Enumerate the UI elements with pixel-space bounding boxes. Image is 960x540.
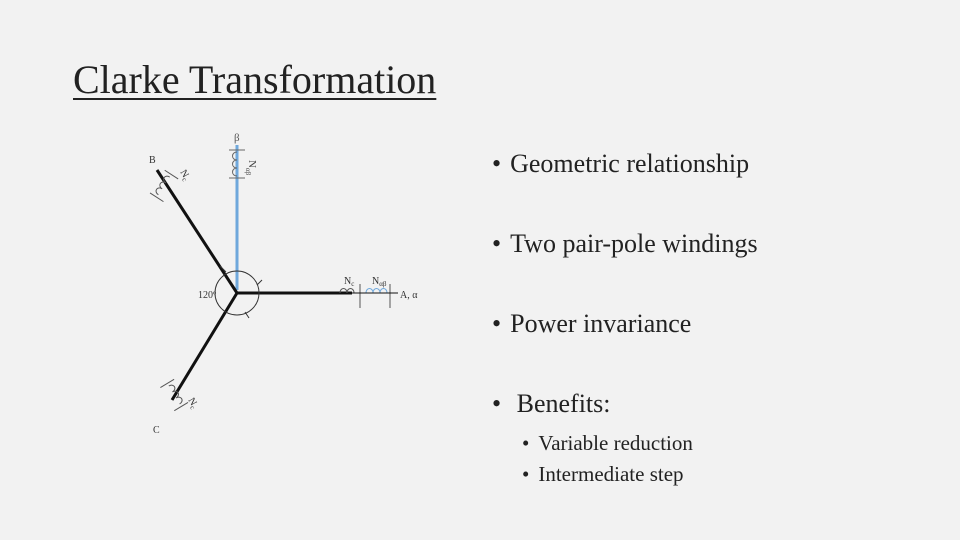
phase-a-winding-label: Nc [344,276,354,288]
beta-winding-label: Nαβ [244,160,258,176]
slide-title: Clarke Transformation [73,57,437,102]
beta-winding [229,149,245,179]
angle-arc [214,270,260,316]
bullet-item: Benefits: Variable reduction Intermediat… [492,388,932,490]
phase-b-winding-label: Nc [177,168,193,183]
phase-c-winding-label: Nc [185,396,201,411]
phase-c-axis [170,292,239,401]
sub-bullet-item: Intermediate step [522,459,932,490]
sub-bullet-item: Variable reduction [522,428,932,459]
axis-c-label: C [153,425,160,436]
phase-b-winding [149,169,179,203]
bullet-item: Power invariance [492,308,932,388]
axis-b-label: B [149,155,156,166]
axis-a-label: A, α [400,290,418,301]
bullet-item: Geometric relationship [492,148,932,228]
sub-bullet-list: Variable reduction Intermediate step [522,428,932,490]
bullet-item: Two pair-pole windings [492,228,932,308]
alpha-winding-label: Nαβ [372,276,387,288]
phase-c-winding [160,378,189,412]
bullet-text: Benefits: [516,389,611,418]
phase-b-axis [155,169,239,294]
bullet-list: Geometric relationship Two pair-pole win… [492,148,932,490]
beta-axis-label: β [234,132,240,144]
angle-label: 120º [198,290,216,301]
phase-a-winding [339,284,398,308]
